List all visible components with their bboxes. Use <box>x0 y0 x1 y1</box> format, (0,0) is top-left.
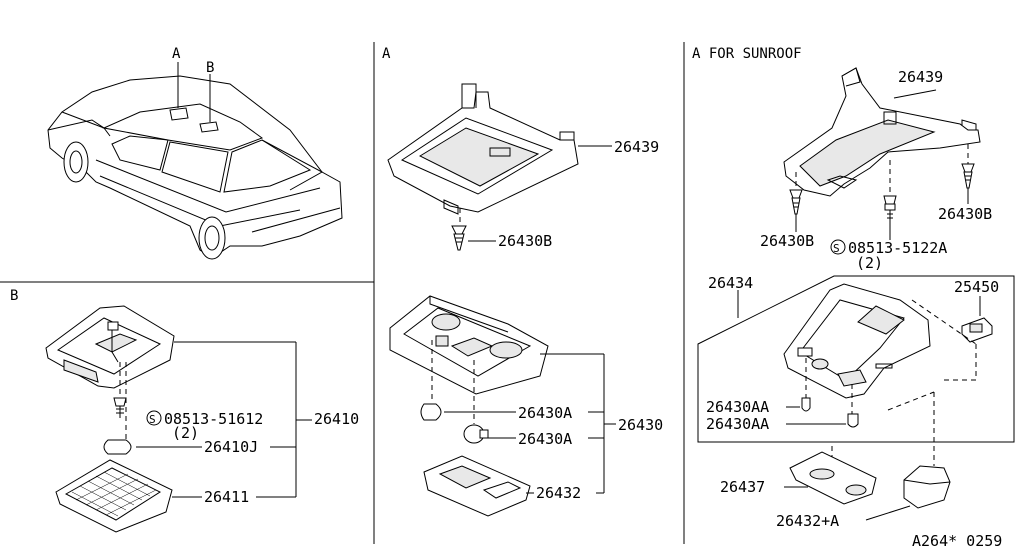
a-bulb-1-icon <box>420 340 442 421</box>
a-bulb-2-label: 26430A <box>518 430 572 448</box>
sunroof-bracket-leader <box>893 89 937 99</box>
a-lens <box>423 455 531 517</box>
sunroof-switch-icon <box>911 299 993 381</box>
sunroof-switch-label: 25450 <box>954 278 999 296</box>
b-s-symbol <box>146 410 162 426</box>
car-illustration <box>47 62 343 260</box>
b-screw-qty: (2) <box>172 424 199 442</box>
b-bulb-icon <box>103 439 132 455</box>
car-marker-b: B <box>206 60 214 76</box>
sunroof-clip-right-icon <box>961 144 975 189</box>
a-clip-icon <box>451 208 467 251</box>
a-lens-label: 26432 <box>536 484 581 502</box>
sunroof-bulb-1-label: 26430AA <box>706 398 769 416</box>
sunroof-lens-cover-leader <box>865 505 911 521</box>
sunroof-bulb-2-icon <box>847 384 859 428</box>
b-bulb-label: 26410J <box>204 438 258 456</box>
sunroof-lens-label: 26437 <box>720 478 765 496</box>
sunroof-bracket <box>783 67 981 197</box>
sunroof-s-symbol <box>830 239 846 255</box>
b-s-symbol-text: S <box>149 413 156 426</box>
b-screw-icon <box>113 362 127 446</box>
b-lamp-housing <box>45 305 175 389</box>
a-lamp-housing <box>389 295 549 395</box>
a-bracket-label: 26439 <box>614 138 659 156</box>
b-leader-lines <box>136 341 312 498</box>
sunroof-console <box>783 283 931 399</box>
sunroof-bulb-2-label: 26430AA <box>706 415 769 433</box>
sunroof-clip-left-label: 26430B <box>760 232 814 250</box>
b-lens-label: 26411 <box>204 488 249 506</box>
diagram-code: A264* 0259 <box>912 532 1002 550</box>
sunroof-screw-icon <box>883 160 897 222</box>
sunroof-bulb-1-icon <box>801 358 811 412</box>
b-lens <box>55 459 173 533</box>
sunroof-clip-right-label: 26430B <box>938 205 992 223</box>
a-leader-lines <box>444 353 616 494</box>
sunroof-bracket-label: 26439 <box>898 68 943 86</box>
a-bulb-1-label: 26430A <box>518 404 572 422</box>
sunroof-lens <box>789 446 877 505</box>
sunroof-lens-cover <box>887 391 951 509</box>
sunroof-s-symbol-text: S <box>833 242 840 255</box>
sunroof-screw-qty: (2) <box>856 254 883 272</box>
a-lamp-assembly-label: 26430 <box>618 416 663 434</box>
a-panel-header: A <box>382 46 391 62</box>
sunroof-clip-left-icon <box>789 172 803 215</box>
a-bracket <box>387 83 579 215</box>
a-clip-label: 26430B <box>498 232 552 250</box>
car-marker-a: A <box>172 46 181 62</box>
b-panel-header: B <box>10 288 18 304</box>
b-lamp-assembly-label: 26410 <box>314 410 359 428</box>
a-bulb-2-icon <box>463 360 489 444</box>
b-screw-code: 08513-51612 <box>164 410 263 428</box>
sunroof-panel-header: A FOR SUNROOF <box>692 46 802 62</box>
sunroof-console-frame <box>697 275 1015 443</box>
sunroof-console-label: 26434 <box>708 274 753 292</box>
sunroof-lens-cover-label: 26432+A <box>776 512 839 530</box>
sunroof-screw-code: 08513-5122A <box>848 239 947 257</box>
